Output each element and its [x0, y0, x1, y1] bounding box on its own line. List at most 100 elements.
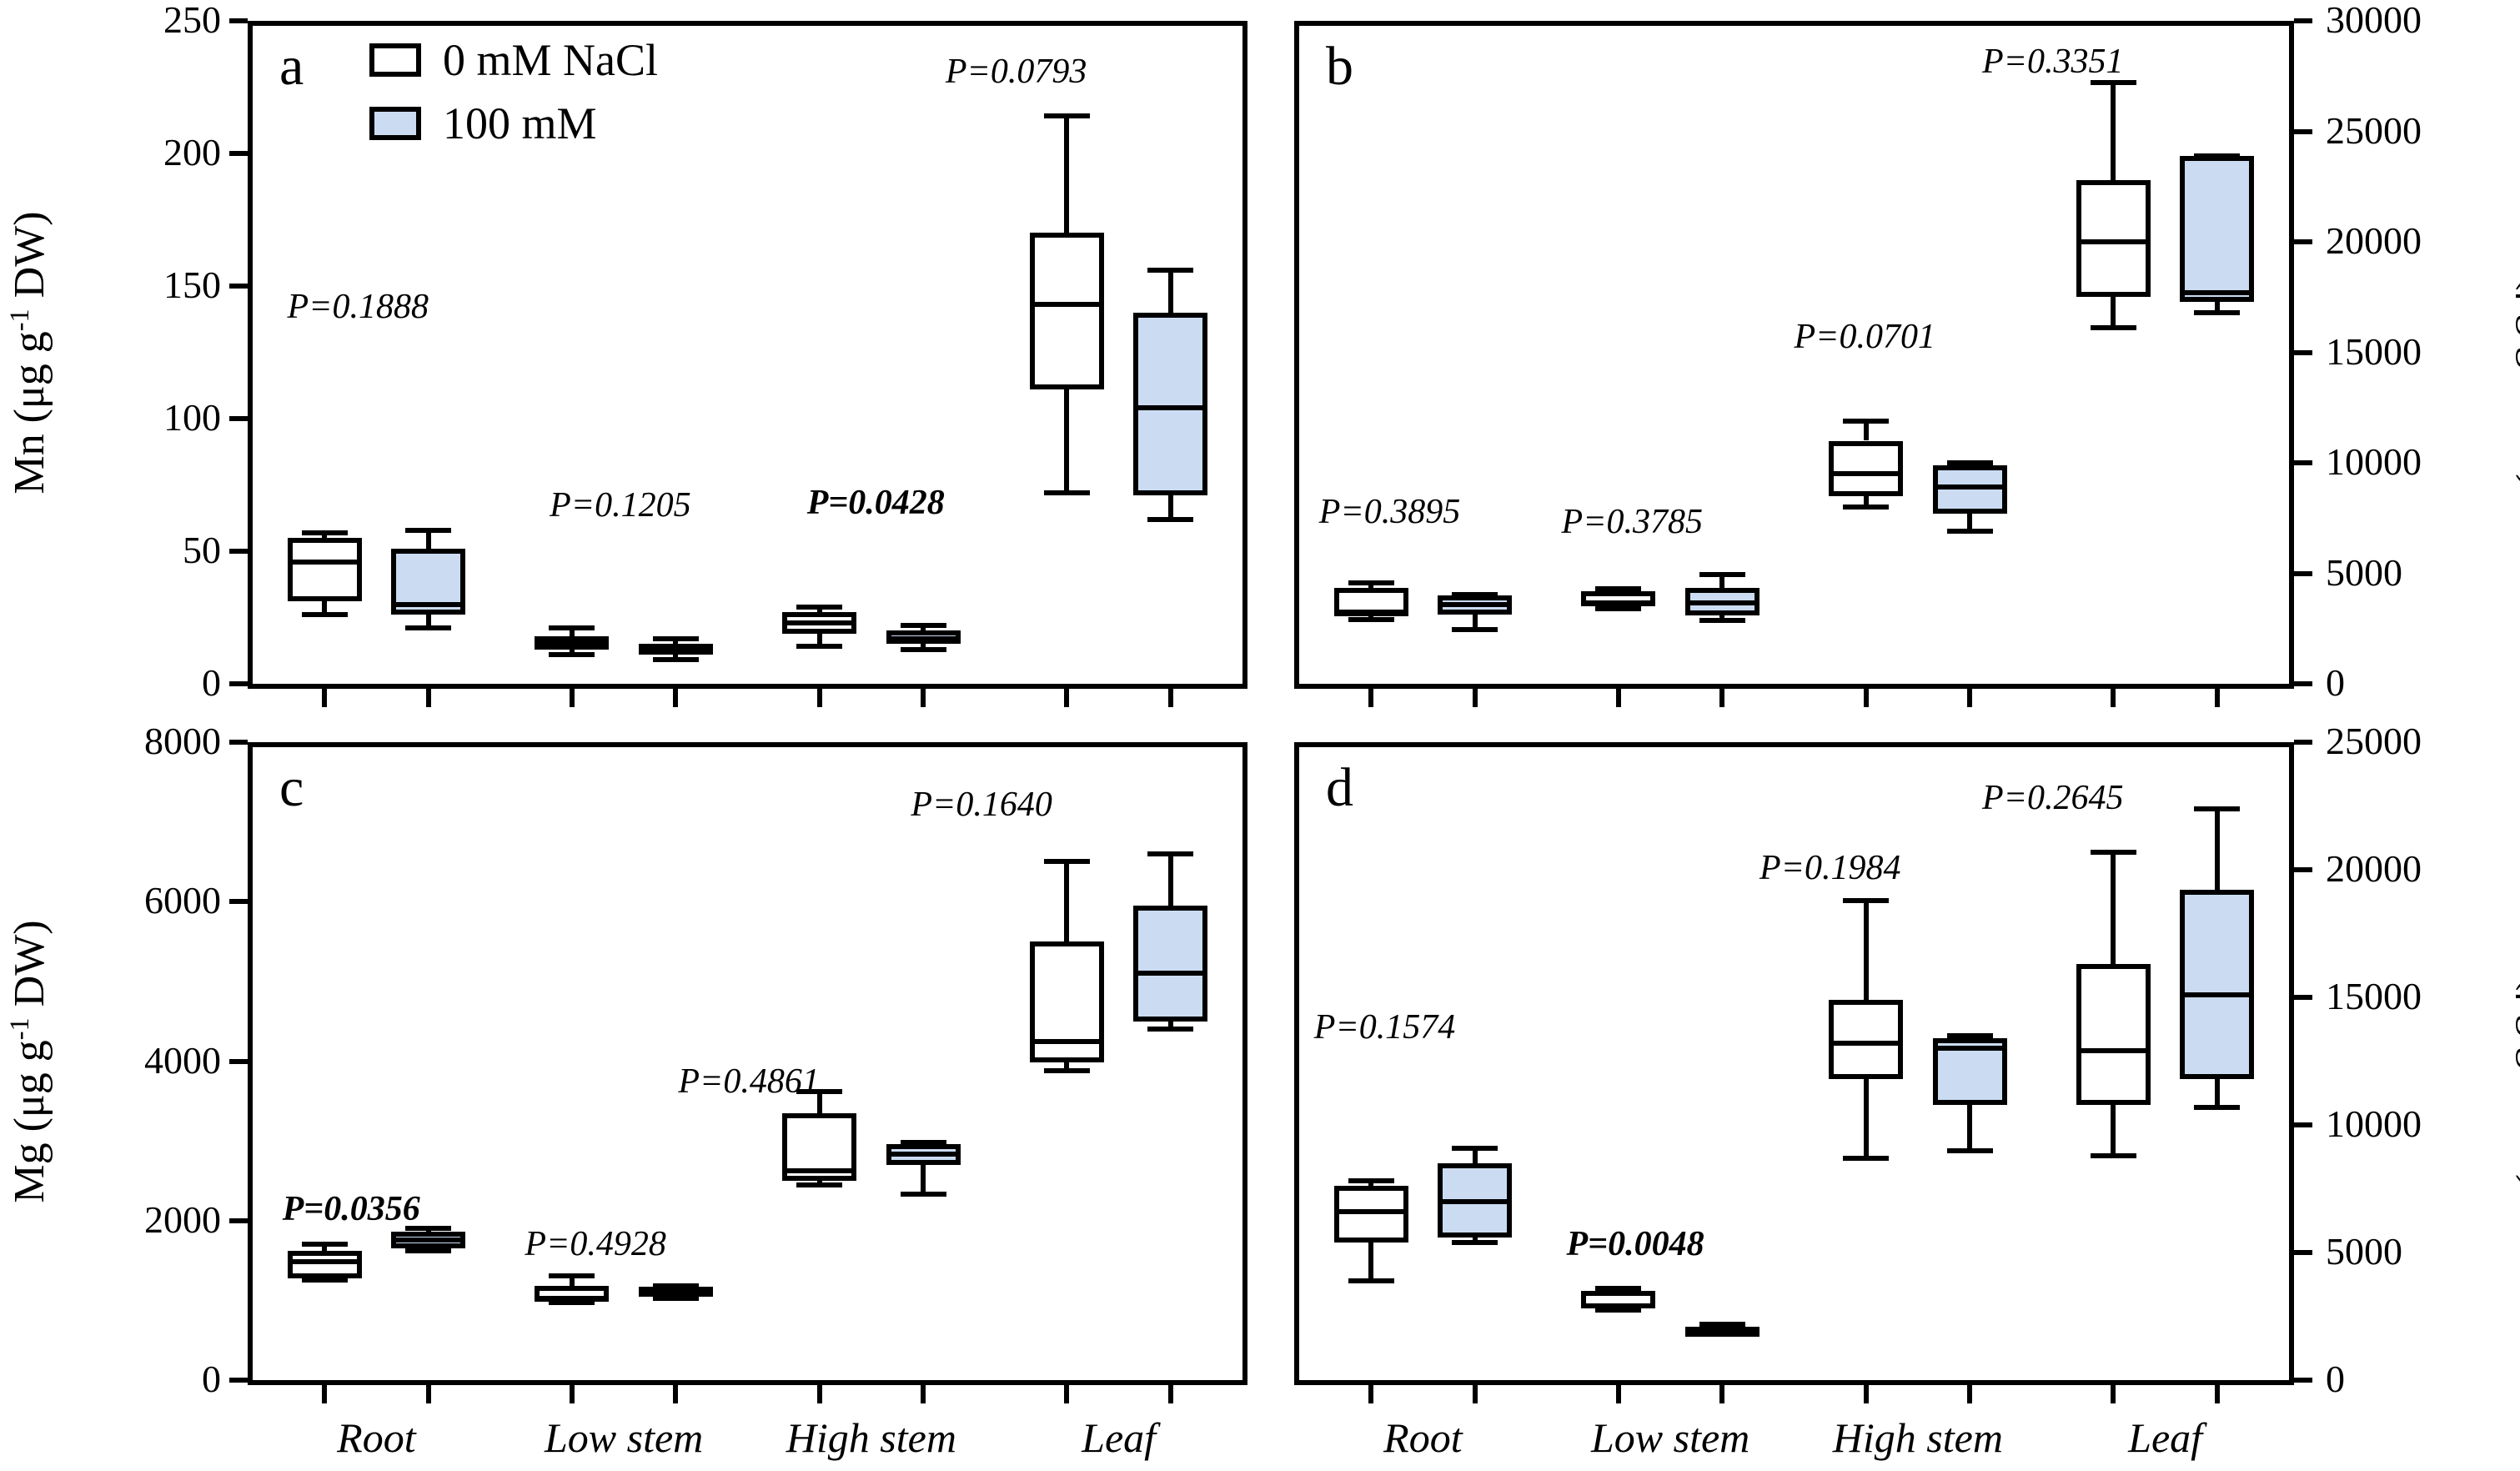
whisker-lower-stem: [673, 655, 679, 660]
whisker-upper-stem: [1719, 574, 1725, 588]
pvalue-label-b-high-stem: P=0.0701: [1794, 317, 1936, 356]
whisker-upper-stem: [425, 530, 431, 549]
whisker-upper-cap: [549, 1273, 595, 1278]
median-line: [1333, 1209, 1408, 1215]
pvalue-label-d-leaf: P=0.2645: [1982, 778, 2124, 817]
axis-spine-left-d: [1294, 742, 1299, 1385]
legend-item-0: 0 mM NaCl: [369, 38, 658, 83]
ytick-label-a-0: 0: [202, 661, 221, 704]
whisker-upper-stem: [816, 606, 822, 613]
xtick-b-5: [1967, 689, 1973, 707]
box-body: [2180, 155, 2255, 302]
xaxis-label-d-0: Root: [1383, 1414, 1463, 1461]
whisker-lower-stem: [1368, 1242, 1374, 1281]
ytick-label-c-1: 2000: [144, 1197, 221, 1241]
whisker-upper-cap: [1348, 1178, 1394, 1184]
median-line: [1029, 302, 1104, 308]
xaxis-label-d-1: Low stem: [1590, 1414, 1750, 1461]
ytick-label-d-2: 10000: [2326, 1102, 2422, 1145]
ytick-d-2: [2294, 1122, 2312, 1127]
xtick-a-2: [569, 689, 575, 707]
median-line: [2180, 289, 2255, 295]
xtick-c-0: [322, 1385, 328, 1403]
whisker-lower-cap: [1595, 605, 1642, 611]
whisker-lower-stem: [921, 644, 926, 650]
xaxis-label-c-0: Root: [337, 1414, 416, 1461]
median-line: [1829, 471, 1904, 477]
ytick-a-0: [229, 681, 248, 686]
axis-spine-bottom-b: [1294, 684, 2294, 689]
xtick-c-2: [569, 1385, 575, 1403]
xtick-b-4: [1863, 689, 1869, 707]
whisker-lower-stem: [1472, 1237, 1478, 1243]
xtick-d-3: [1719, 1385, 1725, 1403]
xtick-c-6: [1064, 1385, 1070, 1403]
whisker-upper-stem: [569, 628, 575, 636]
whisker-lower-cap: [1348, 617, 1394, 623]
ytick-label-c-0: 0: [202, 1358, 221, 1400]
box-body: [2076, 964, 2151, 1105]
ytick-c-0: [229, 1378, 248, 1383]
xtick-d-2: [1615, 1385, 1621, 1403]
whisker-upper-stem: [322, 1244, 328, 1252]
axis-spine-right-b: [2289, 21, 2294, 689]
median-line: [782, 1168, 857, 1174]
ytick-label-d-3: 15000: [2326, 975, 2422, 1017]
pvalue-label-a-root: P=0.1888: [287, 287, 429, 326]
whisker-upper-cap: [405, 1226, 452, 1232]
whisker-upper-cap: [1043, 859, 1090, 865]
xaxis-label-d-2: High stem: [1832, 1414, 2003, 1461]
median-line: [287, 559, 362, 565]
xtick-a-6: [1064, 689, 1070, 707]
plot-area-b: [1299, 21, 2289, 684]
whisker-upper-cap: [2194, 806, 2241, 811]
ytick-label-a-2: 100: [163, 396, 221, 439]
whisker-lower-cap: [900, 1192, 946, 1197]
xtick-d-1: [1472, 1385, 1478, 1403]
median-line: [535, 1297, 610, 1303]
whisker-upper-cap: [2090, 80, 2136, 86]
xtick-b-6: [2111, 689, 2116, 707]
whisker-upper-cap: [1946, 1032, 1993, 1038]
xtick-c-4: [816, 1385, 822, 1403]
median-line: [1932, 1046, 2007, 1052]
whisker-lower-cap: [796, 1182, 843, 1187]
median-line: [1932, 484, 2007, 490]
median-line: [1438, 1198, 1513, 1204]
whisker-upper-cap: [1699, 1321, 1745, 1327]
xaxis-label-c-2: High stem: [786, 1414, 956, 1461]
whisker-lower-stem: [569, 649, 575, 655]
whisker-lower-cap: [1843, 505, 1890, 510]
whisker-lower-cap: [1699, 618, 1745, 624]
median-line: [1581, 600, 1656, 606]
whisker-upper-stem: [673, 638, 679, 645]
whisker-lower-cap: [301, 1278, 348, 1283]
whisker-lower-stem: [921, 1164, 926, 1195]
xtick-a-0: [322, 689, 328, 707]
whisker-lower-cap: [405, 625, 452, 631]
ytick-label-c-3: 6000: [144, 879, 221, 922]
ytick-c-3: [229, 899, 248, 905]
ytick-b-0: [2294, 681, 2312, 686]
whisker-upper-stem: [1167, 269, 1173, 313]
axis-spine-right-d: [2289, 742, 2294, 1385]
panel-letter-c: c: [279, 757, 304, 818]
ytick-d-3: [2294, 995, 2312, 1000]
ytick-c-1: [229, 1217, 248, 1223]
panel-letter-a: a: [279, 36, 304, 97]
xtick-a-1: [425, 689, 431, 707]
axis-spine-top-b: [1294, 21, 2294, 26]
xtick-b-7: [2214, 689, 2220, 707]
median-line: [638, 646, 713, 652]
box-body: [1333, 1186, 1408, 1243]
whisker-lower-stem: [1064, 1062, 1070, 1071]
filled-square-icon: [369, 107, 421, 140]
ytick-label-b-4: 20000: [2326, 219, 2422, 262]
whisker-lower-cap: [1147, 1027, 1194, 1032]
whisker-upper-cap: [796, 604, 843, 610]
axis-spine-left-a: [248, 21, 253, 689]
whisker-upper-stem: [2111, 851, 2116, 965]
whisker-lower-cap: [2090, 1152, 2136, 1158]
ytick-a-3: [229, 284, 248, 289]
ytick-b-5: [2294, 128, 2312, 134]
